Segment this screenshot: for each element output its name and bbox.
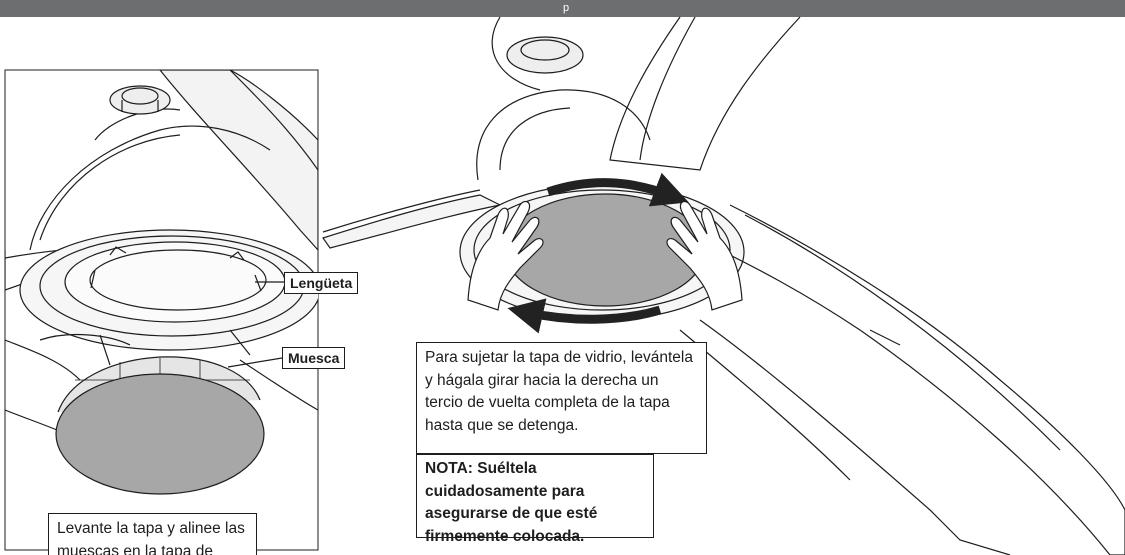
right-hand-icon (666, 200, 743, 311)
header-bar: p (0, 0, 1125, 17)
header-title-fragment: p (563, 2, 570, 14)
rotate-arrow-bottom (507, 298, 662, 334)
note-box: NOTA: Suéltela cuidadosamente para asegu… (416, 454, 654, 545)
rotate-arrow-top (546, 172, 689, 207)
left-detail-panel (4, 69, 319, 551)
left-instruction: Levante la tapa y alinee las muescas en … (48, 513, 257, 555)
tab-label: Lengüeta (284, 272, 359, 294)
left-hand-icon (467, 200, 544, 311)
right-instruction: Para sujetar la tapa de vidrio, levántel… (416, 342, 707, 454)
notch-label: Muesca (282, 347, 346, 369)
